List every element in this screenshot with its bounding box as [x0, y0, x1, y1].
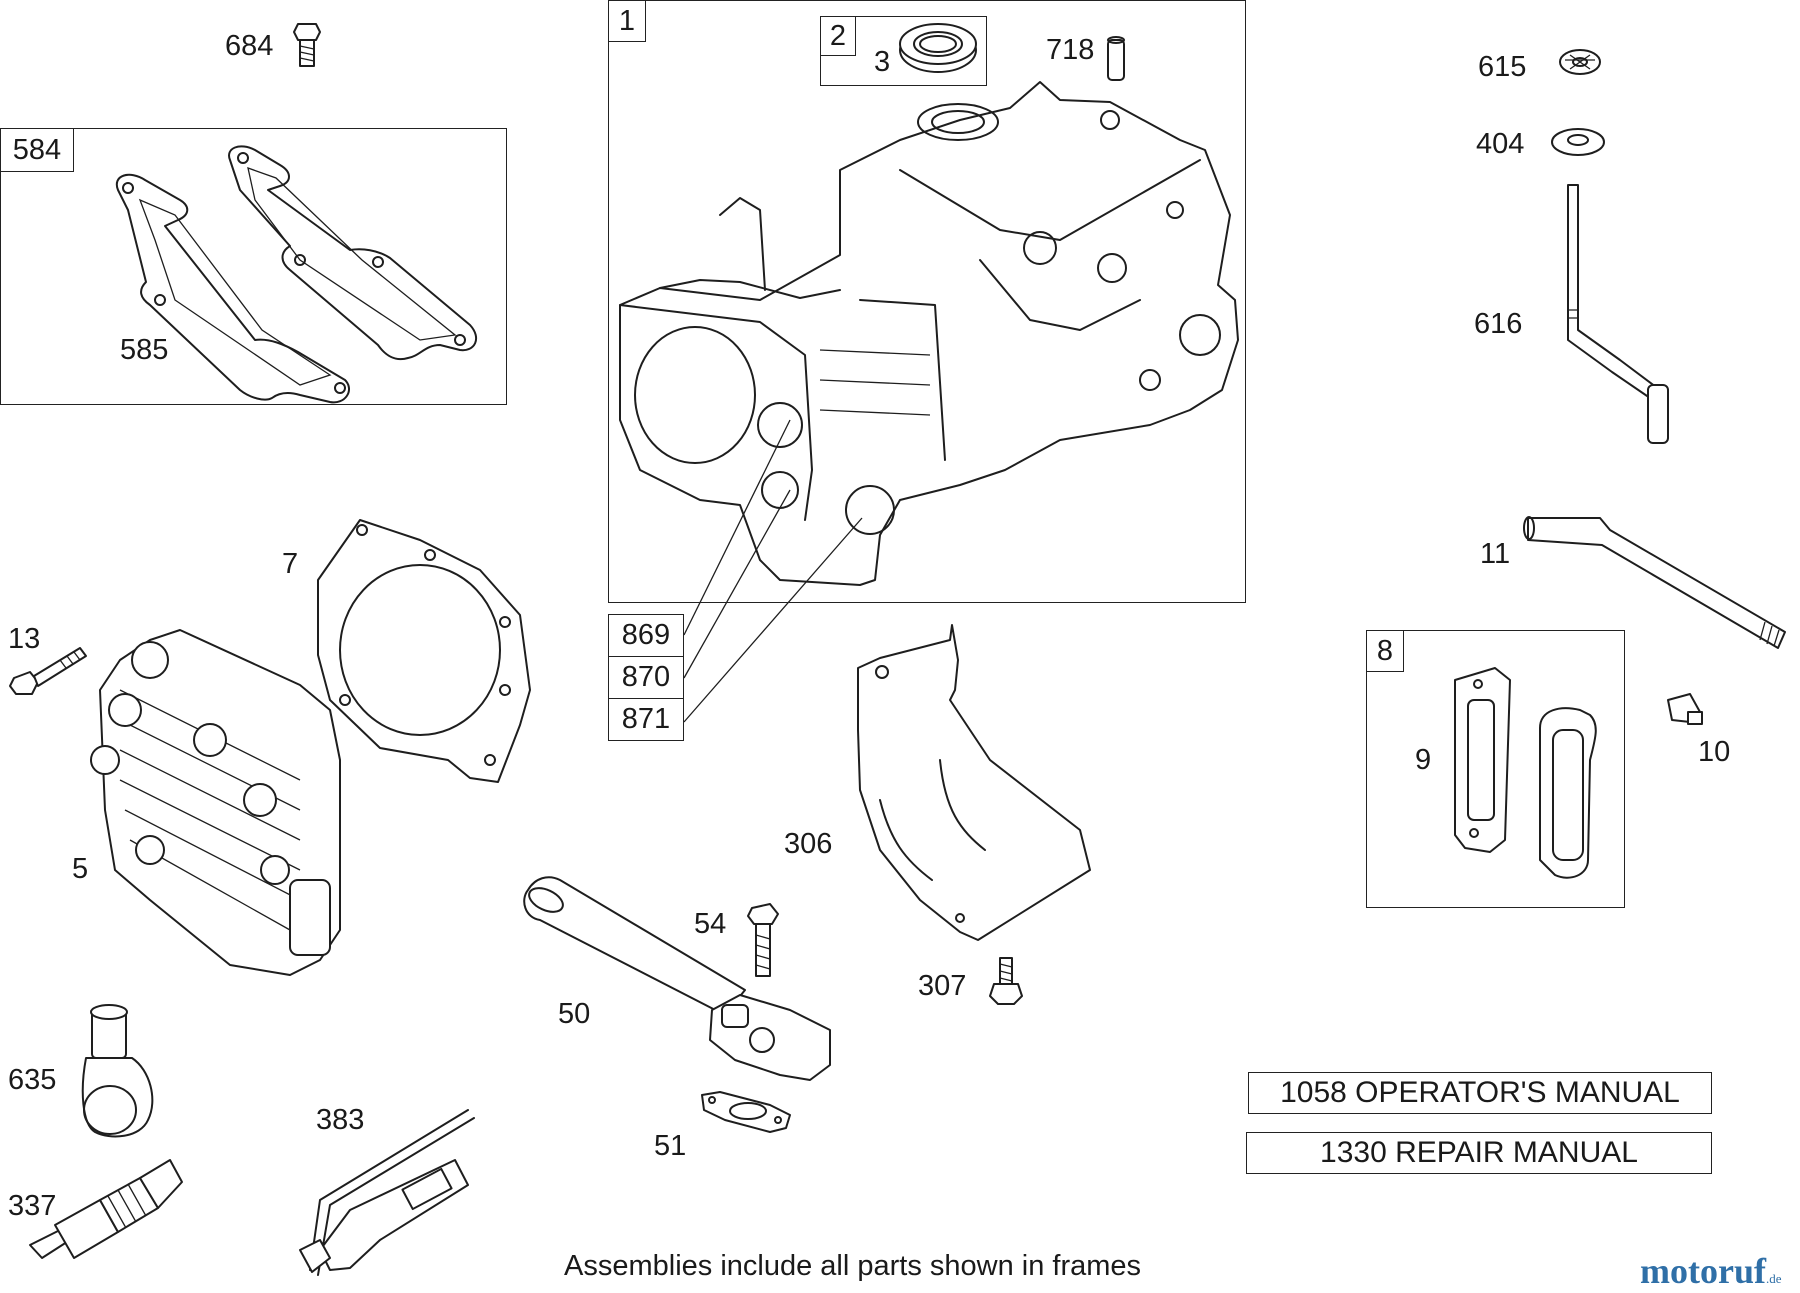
cylinder-head-5-drawing	[90, 629, 341, 976]
callout-404: 404	[1476, 128, 1525, 160]
dipstick-tube-11-drawing	[1523, 516, 1786, 649]
bolt-684-drawing	[293, 23, 321, 67]
spark-plug-337-drawing	[29, 1159, 183, 1259]
callout-306: 306	[784, 828, 833, 860]
repair-manual-box: 1330 REPAIR MANUAL	[1246, 1132, 1712, 1174]
frame-tag-584: 584	[0, 128, 74, 172]
washer-404-drawing	[1551, 128, 1605, 156]
callout-383: 383	[316, 1104, 365, 1136]
frame-1	[608, 0, 1246, 603]
operators-manual-box: 1058 OPERATOR'S MANUAL	[1248, 1072, 1712, 1114]
governor-shaft-616-drawing	[1567, 184, 1669, 444]
frame-584	[0, 128, 507, 405]
callout-616: 616	[1474, 308, 1523, 340]
frame-tag-1: 1	[608, 0, 646, 42]
spark-plug-boot-635-drawing	[81, 1004, 154, 1138]
head-gasket-7-drawing	[317, 519, 531, 783]
callout-684: 684	[225, 30, 274, 62]
seal-3-drawing	[899, 23, 977, 73]
bolt-13-drawing	[9, 647, 87, 695]
callout-585: 585	[120, 334, 169, 366]
callout-635: 635	[8, 1064, 57, 1096]
leader-lines-869-871	[683, 419, 863, 723]
shroud-306-drawing	[857, 624, 1091, 941]
callout-11: 11	[1480, 538, 1511, 570]
callout-718: 718	[1046, 34, 1095, 66]
filter-383-drawing	[299, 1109, 475, 1276]
gasket-584-drawing	[228, 145, 478, 361]
callout-5: 5	[72, 853, 89, 885]
screw-10-drawing	[1667, 693, 1703, 725]
breather-gasket-9-drawing	[1454, 667, 1511, 853]
callout-871: 871	[608, 698, 684, 741]
pin-718-drawing	[1107, 36, 1125, 81]
callout-337: 337	[8, 1190, 57, 1222]
logo-text: motoruf	[1640, 1251, 1766, 1291]
callout-7: 7	[282, 548, 299, 580]
callout-10: 10	[1698, 736, 1731, 768]
retainer-615-drawing	[1559, 49, 1601, 75]
callout-50: 50	[558, 998, 591, 1030]
callout-870: 870	[608, 656, 684, 699]
logo-suffix: .de	[1765, 1271, 1782, 1286]
bolt-54-drawing	[747, 903, 779, 977]
gasket-585-drawing	[115, 173, 350, 404]
callout-9: 9	[1415, 744, 1432, 776]
callout-13: 13	[8, 623, 41, 655]
frame-tag-2: 2	[820, 16, 856, 56]
callout-307: 307	[918, 970, 967, 1002]
gasket-51-drawing	[701, 1091, 791, 1133]
callout-3: 3	[874, 46, 891, 78]
cylinder-block-1-drawing	[619, 81, 1239, 586]
frame-tag-8: 8	[1366, 630, 1404, 672]
bolt-307-drawing	[989, 957, 1023, 1005]
frame-8	[1366, 630, 1625, 908]
callout-51: 51	[654, 1130, 687, 1162]
callout-54: 54	[694, 908, 727, 940]
callout-615: 615	[1478, 51, 1527, 83]
breather-tube-50-drawing	[523, 876, 831, 1081]
assemblies-caption: Assemblies include all parts shown in fr…	[564, 1250, 1142, 1282]
site-logo: motoruf.de	[1640, 1250, 1782, 1292]
callout-869: 869	[608, 614, 684, 657]
breather-cover-drawing	[1539, 707, 1597, 879]
